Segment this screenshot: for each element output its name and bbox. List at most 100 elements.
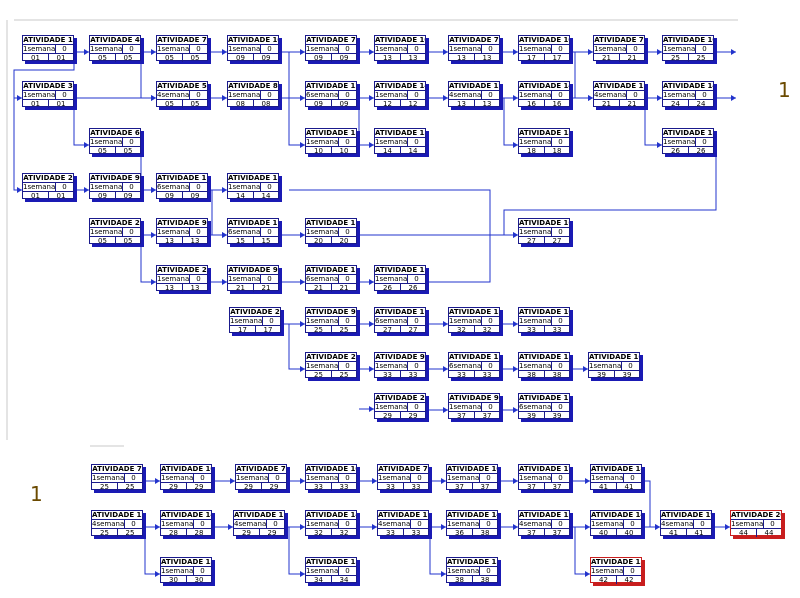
activity-name: ATIVIDADE 16 bbox=[519, 219, 569, 228]
activity-duration: 1semana bbox=[306, 317, 339, 325]
activity-duration: 1semana bbox=[375, 138, 408, 146]
activity-finish: 13 bbox=[482, 100, 492, 108]
arrowhead bbox=[300, 49, 305, 55]
activity-duration: 1semana bbox=[90, 183, 123, 191]
activity-name: ATIVIDADE 14 bbox=[161, 511, 211, 520]
activity-name: ATIVIDADE 8 bbox=[228, 82, 278, 91]
arrowhead bbox=[84, 187, 89, 193]
activity-finish: 37 bbox=[480, 483, 490, 491]
activity-duration: 6semanas bbox=[449, 362, 482, 370]
activity-finish: 12 bbox=[408, 100, 418, 108]
activity-finish: 05 bbox=[190, 100, 200, 108]
activity-name: ATIVIDADE 10 bbox=[447, 465, 497, 474]
arrowhead bbox=[300, 95, 305, 101]
dependency-link bbox=[140, 52, 156, 99]
activity-slack: 0 bbox=[486, 520, 491, 528]
activity-duration: 6semanas bbox=[375, 317, 408, 325]
activity-finish: 29 bbox=[194, 483, 204, 491]
activity-slack: 0 bbox=[558, 91, 563, 99]
activity-start: 39 bbox=[589, 371, 615, 379]
activity-slack: 0 bbox=[200, 474, 205, 482]
arrowhead bbox=[151, 187, 156, 193]
activity-name: ATIVIDADE 14 bbox=[447, 511, 497, 520]
activity-slack: 0 bbox=[486, 474, 491, 482]
activity-finish: 05 bbox=[123, 237, 133, 245]
activity-finish: 33 bbox=[482, 371, 492, 379]
arrowhead bbox=[369, 95, 374, 101]
